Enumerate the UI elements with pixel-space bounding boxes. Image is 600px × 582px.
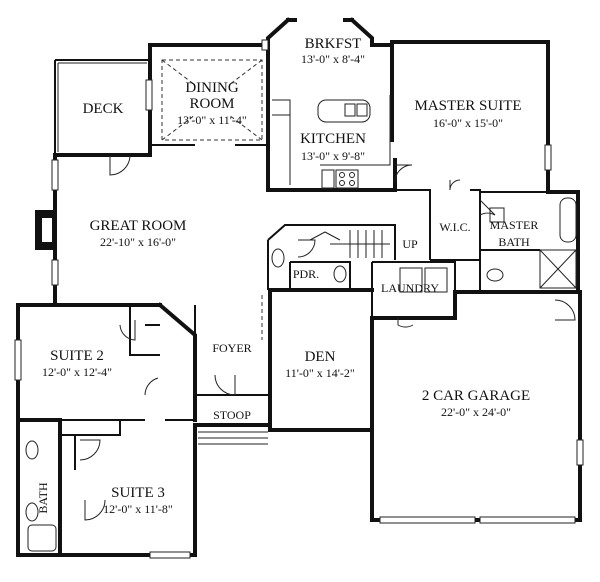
dining-name-line2: ROOM <box>189 96 234 112</box>
garage-dims: 22'-0" x 24'-0" <box>441 405 511 419</box>
stair-up-label: UP <box>402 237 418 251</box>
den-dims: 11'-0" x 14'-2" <box>285 366 355 380</box>
suite3-dims: 12'-0" x 11'-8" <box>103 502 173 516</box>
pdr-name: PDR. <box>293 267 319 281</box>
master-bath-name-line2: BATH <box>498 235 530 249</box>
exterior-walls <box>16 17 582 557</box>
stoop-steps <box>198 295 268 445</box>
garage-name: 2 CAR GARAGE <box>422 388 530 404</box>
den-name: DEN <box>305 349 336 365</box>
foyer-name: FOYER <box>212 341 251 355</box>
master-suite-name: MASTER SUITE <box>414 98 521 114</box>
kitchen-fixtures <box>272 95 391 189</box>
suite3-name: SUITE 3 <box>111 485 165 501</box>
fireplace <box>35 210 55 250</box>
deck <box>54 59 150 155</box>
suite2-name: SUITE 2 <box>50 348 104 364</box>
door-swings <box>79 154 576 521</box>
master-suite-dims: 16'-0" x 15'-0" <box>433 116 503 130</box>
bath-fixtures <box>25 197 577 552</box>
dining-dims: 13'-0" x 11'-4" <box>177 113 247 127</box>
master-bath-name-line1: MASTER <box>490 218 539 232</box>
windows <box>14 39 584 559</box>
wic-name: W.I.C. <box>439 220 470 234</box>
deck-name: DECK <box>83 101 124 117</box>
stoop-name: STOOP <box>213 408 251 422</box>
dining-tray-ceiling <box>161 59 263 141</box>
laundry-name: LAUNDRY <box>381 281 439 295</box>
room-labels: BRKFST 13'-0" x 8'-4" DINING ROOM 13'-0"… <box>36 36 538 516</box>
kitchen-dims: 13'-0" x 9'-8" <box>301 149 365 163</box>
suite2-dims: 12'-0" x 12'-4" <box>42 365 112 379</box>
brkfst-name: BRKFST <box>305 36 362 52</box>
bath-name: BATH <box>36 482 50 514</box>
brkfst-dims: 13'-0" x 8'-4" <box>301 52 365 66</box>
great-room-name: GREAT ROOM <box>90 218 187 234</box>
stairs <box>309 230 390 258</box>
dining-name-line1: DINING <box>185 80 238 96</box>
great-room-dims: 22'-10" x 16'-0" <box>100 235 176 249</box>
kitchen-name: KITCHEN <box>300 131 366 147</box>
